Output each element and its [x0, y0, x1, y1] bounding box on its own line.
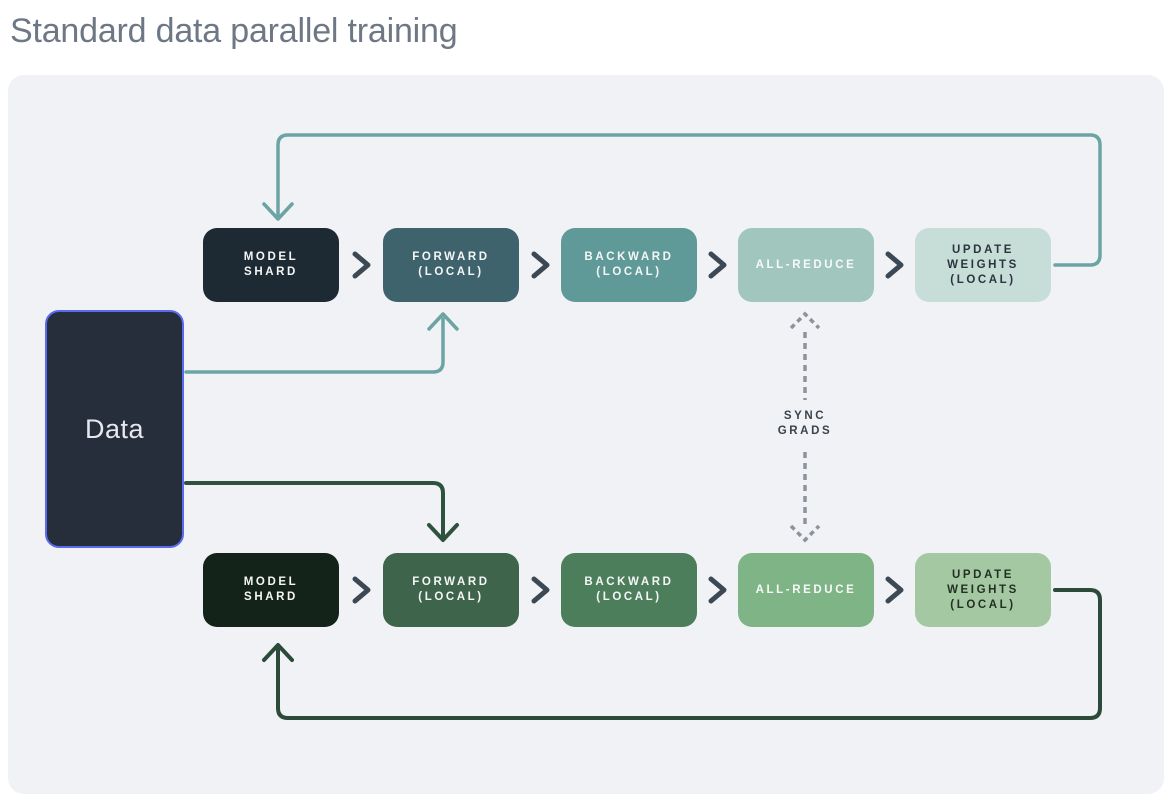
box-label: UPDATE WEIGHTS (LOCAL) [947, 243, 1019, 286]
bottom-backward-local-box: BACKWARD (LOCAL) [561, 553, 697, 627]
bottom-update-weights-box: UPDATE WEIGHTS (LOCAL) [915, 553, 1051, 627]
box-label: ALL-REDUCE [755, 583, 857, 596]
box-label: FORWARD (LOCAL) [412, 251, 490, 278]
page-title: Standard data parallel training [10, 12, 458, 50]
top-model-shard-box: MODEL SHARD [203, 228, 339, 302]
box-label: UPDATE WEIGHTS (LOCAL) [947, 568, 1019, 611]
sync-grads-label: SYNC GRADS [777, 410, 833, 437]
bottom-forward-local-box: FORWARD (LOCAL) [383, 553, 519, 627]
bottom-all-reduce-box: ALL-REDUCE [738, 553, 874, 627]
top-update-weights-box: UPDATE WEIGHTS (LOCAL) [915, 228, 1051, 302]
top-forward-local-box: FORWARD (LOCAL) [383, 228, 519, 302]
box-label: BACKWARD (LOCAL) [584, 251, 674, 278]
box-label: MODEL SHARD [243, 576, 299, 603]
data-node-label: Data [84, 413, 145, 444]
box-label: FORWARD (LOCAL) [412, 576, 490, 603]
box-label: MODEL SHARD [243, 251, 299, 278]
bottom-model-shard-box: MODEL SHARD [203, 553, 339, 627]
box-label: BACKWARD (LOCAL) [584, 576, 674, 603]
box-label: ALL-REDUCE [755, 258, 857, 271]
data-node: Data [45, 310, 184, 548]
top-all-reduce-box: ALL-REDUCE [738, 228, 874, 302]
top-backward-local-box: BACKWARD (LOCAL) [561, 228, 697, 302]
